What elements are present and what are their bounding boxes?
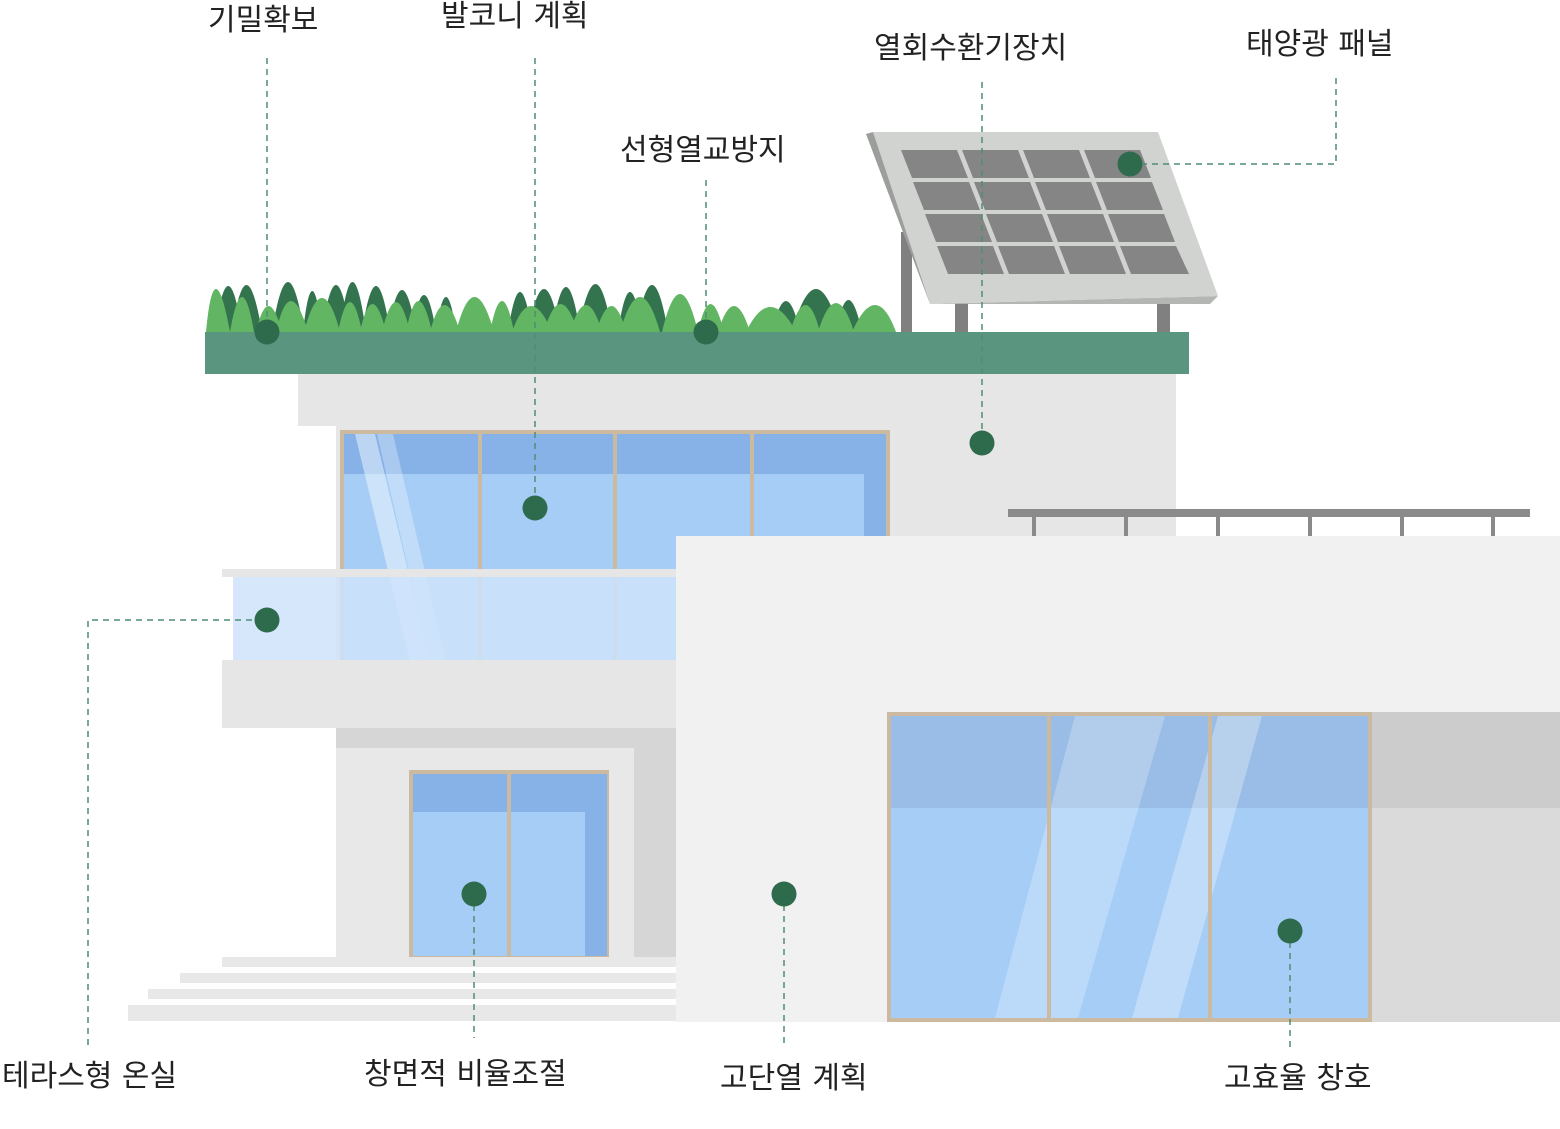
sunroom-marker [254, 607, 280, 633]
high-eff-window-marker [1277, 918, 1303, 944]
label-solar-panel: 태양광 패널 [1246, 27, 1394, 62]
entrance-window [409, 770, 609, 958]
window-ratio-marker [461, 881, 487, 907]
balcony-marker [522, 495, 548, 521]
main-window [887, 712, 1372, 1022]
heat-recovery-marker [969, 430, 995, 456]
solar-panel [866, 132, 1218, 334]
entrance-steps [128, 957, 682, 1021]
label-heat-recovery: 열회수환기장치 [874, 31, 1068, 66]
green-roof [206, 282, 896, 332]
label-thermal-bridge: 선형열교방지 [620, 133, 786, 168]
balcony-slab [222, 660, 678, 728]
label-sunroom: 테라스형 온실 [2, 1059, 178, 1094]
thermal-bridge-marker [693, 319, 719, 345]
upper-wall [298, 368, 1176, 426]
label-window-ratio: 창면적 비율조절 [364, 1057, 567, 1092]
solar-panel-marker [1117, 151, 1143, 177]
label-airtightness: 기밀확보 [208, 3, 319, 38]
sunroom-glass [233, 576, 678, 662]
label-insulation: 고단열 계획 [720, 1061, 868, 1096]
leader-lines [87, 58, 1337, 1048]
terrace-railing [1008, 509, 1530, 538]
airtightness-marker [254, 319, 280, 345]
insulation-marker [771, 881, 797, 907]
label-high-eff-window: 고효율 창호 [1224, 1061, 1372, 1096]
label-balcony: 발코니 계획 [441, 0, 589, 34]
